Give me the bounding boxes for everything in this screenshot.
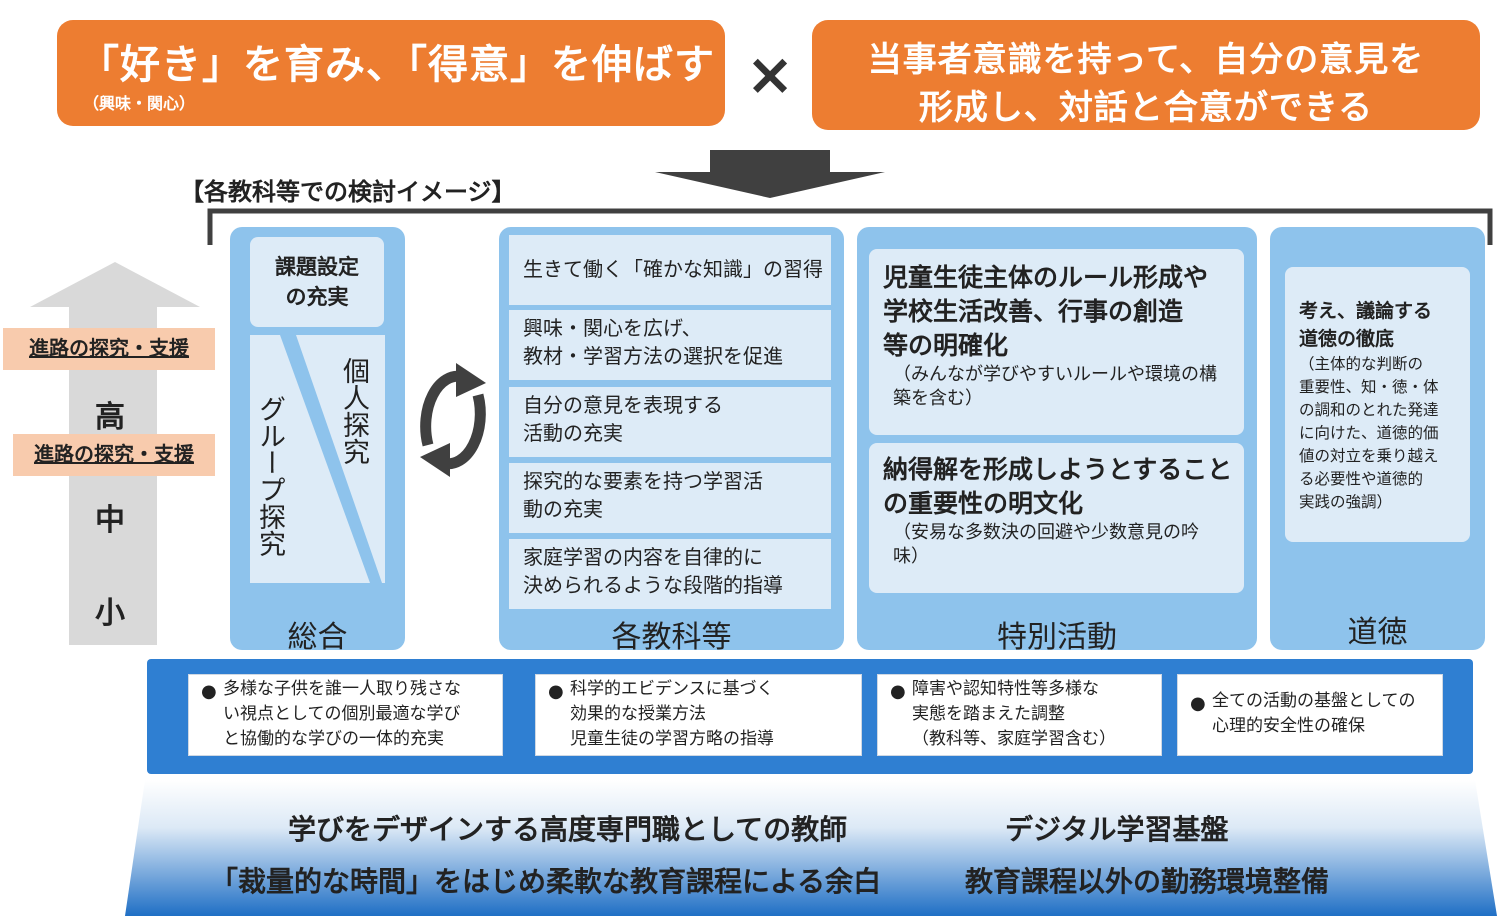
- footer-work-environment: 教育課程以外の勤務環境整備: [965, 865, 1330, 898]
- foundation-box-3: ● 障害や認知特性等多様な 実態を踏まえた調整 （教科等、家庭学習含む）: [877, 674, 1162, 756]
- column-tokubetsu-name: 特別活動: [997, 620, 1117, 655]
- banner-right-line1: 当事者意識を持って、自分の意見を: [867, 40, 1425, 80]
- level-elementary: 小: [95, 596, 125, 631]
- section-caption: 【各教科等での検討イメージ】: [180, 178, 516, 206]
- bullet-icon: ●: [1190, 693, 1206, 714]
- banner-right-line2: 形成し、対話と合意ができる: [918, 88, 1374, 128]
- doutoku-main: 考え、議論する 道徳の徹底: [1299, 300, 1433, 350]
- individual-inquiry-label: 個人探究: [338, 357, 369, 465]
- group-inquiry-label: グループ探究: [254, 395, 285, 557]
- subject-item-2: 興味・関心を広げ、 教材・学習方法の選択を促進: [509, 310, 831, 380]
- column-sougou-name: 総合: [287, 620, 348, 655]
- label-career-support-top: 進路の探究・支援: [3, 328, 215, 370]
- bullet-icon: ●: [548, 681, 564, 702]
- tokubetsu-box-1-main: 児童生徒主体のルール形成や 学校生活改善、行事の創造 等の明確化: [883, 263, 1209, 360]
- base-band: 学びをデザインする高度専門職としての教師 デジタル学習基盤 「裁量的な時間」をは…: [0, 780, 1500, 919]
- doutoku-box: 考え、議論する 道徳の徹底 （主体的な判断の 重要性、知・徳・体 の調和のとれた…: [1285, 267, 1470, 542]
- base-band-shape: [125, 780, 1497, 916]
- column-tokubetsu: 児童生徒主体のルール形成や 学校生活改善、行事の創造 等の明確化 （みんなが学び…: [857, 227, 1257, 655]
- subject-item-4: 探究的な要素を持つ学習活 動の充実: [509, 463, 831, 533]
- footer-digital: デジタル学習基盤: [1005, 813, 1229, 846]
- foundation-box-1-text: 多様な子供を誰一人取り残さな い視点としての個別最適な学び と協働的な学びの一体…: [223, 679, 461, 749]
- banner-right: 当事者意識を持って、自分の意見を 形成し、対話と合意ができる: [812, 20, 1480, 130]
- level-high: 高: [95, 400, 125, 435]
- doutoku-note: （主体的な判断の 重要性、知・徳・体 の調和のとれた発達 に向けた、道徳的価 値…: [1299, 355, 1439, 511]
- tokubetsu-box-2-main: 納得解を形成しようとすること の重要性の明文化: [883, 455, 1233, 518]
- banner-left-title: 「好き」を育み、「得意」を伸ばす: [79, 42, 715, 88]
- subject-item-1: 生きて働く「確かな知識」の習得: [509, 235, 831, 305]
- label-career-support-mid: 進路の探究・支援: [13, 434, 215, 476]
- subject-item-5: 家庭学習の内容を自律的に 決められるような段階的指導: [509, 539, 831, 609]
- column-sougou: 課題設定 の充実 個人探究 グループ探究 総合: [230, 227, 405, 655]
- column-doutoku-name: 道徳: [1347, 615, 1408, 650]
- bullet-icon: ●: [201, 681, 217, 702]
- banner-left-subtitle: （興味・関心）: [83, 94, 196, 113]
- footer-teacher: 学びをデザインする高度専門職としての教師: [288, 813, 848, 846]
- foundation-band: ● 多様な子供を誰一人取り残さな い視点としての個別最適な学び と協働的な学びの…: [147, 659, 1473, 774]
- cycle-arrows-icon: [420, 363, 486, 477]
- column-kakukyouka: 生きて働く「確かな知識」の習得 興味・関心を広げ、 教材・学習方法の選択を促進 …: [499, 227, 844, 655]
- tokubetsu-box-2-note: （安易な多数決の回避や少数意見の吟 味）: [893, 522, 1199, 567]
- column-kakukyouka-name: 各教科等: [611, 620, 732, 655]
- foundation-box-1: ● 多様な子供を誰一人取り残さな い視点としての個別最適な学び と協働的な学びの…: [188, 674, 503, 756]
- task-setting-box: 課題設定 の充実: [250, 237, 384, 327]
- banner-left: 「好き」を育み、「得意」を伸ばす （興味・関心）: [57, 20, 725, 126]
- subject-item-3: 自分の意見を表現する 活動の充実: [509, 387, 831, 457]
- tokubetsu-box-1-note: （みんなが学びやすいルールや環境の構 築を含む）: [893, 364, 1217, 409]
- foundation-box-2-text: 科学的エビデンスに基づく 効果的な授業方法 児童生徒の学習方略の指導: [570, 679, 774, 749]
- times-symbol: ×: [745, 40, 795, 108]
- down-arrow-icon: [655, 150, 885, 198]
- column-doutoku: 考え、議論する 道徳の徹底 （主体的な判断の 重要性、知・徳・体 の調和のとれた…: [1270, 227, 1485, 650]
- footer-flexible-curriculum: 「裁量的な時間」をはじめ柔軟な教育課程による余白: [210, 865, 882, 898]
- foundation-box-2: ● 科学的エビデンスに基づく 効果的な授業方法 児童生徒の学習方略の指導: [535, 674, 862, 756]
- bullet-icon: ●: [890, 681, 906, 702]
- foundation-box-3-text: 障害や認知特性等多様な 実態を踏まえた調整 （教科等、家庭学習含む）: [912, 679, 1116, 749]
- level-middle: 中: [95, 503, 125, 538]
- foundation-box-4: ● 全ての活動の基盤としての 心理的安全性の確保: [1177, 674, 1443, 756]
- tokubetsu-box-1: 児童生徒主体のルール形成や 学校生活改善、行事の創造 等の明確化 （みんなが学び…: [869, 249, 1244, 435]
- inquiry-split-shape: [250, 335, 385, 583]
- bracket: [207, 208, 1493, 245]
- foundation-box-4-text: 全ての活動の基盤としての 心理的安全性の確保: [1212, 691, 1416, 736]
- tokubetsu-box-2: 納得解を形成しようとすること の重要性の明文化 （安易な多数決の回避や少数意見の…: [869, 443, 1244, 593]
